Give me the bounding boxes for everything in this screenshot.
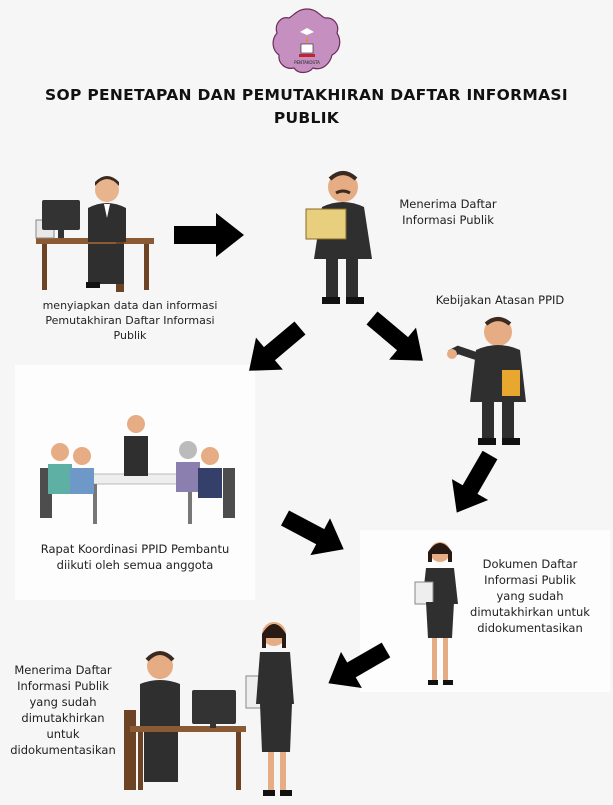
page-title: SOP PENETAPAN DAN PEMUTAKHIRAN DAFTAR IN… — [0, 84, 613, 130]
step-2-label: Menerima Daftar Informasi Publik — [388, 196, 508, 228]
step-5-label: Dokumen Daftar Informasi Publik yang sud… — [460, 556, 600, 636]
label-line: Menerima Daftar — [14, 663, 112, 677]
label-line: dimutakhirkan untuk — [470, 605, 590, 619]
arrow-down-left-icon — [438, 444, 509, 524]
institution-logo: PENTAKOSTA — [272, 8, 341, 74]
document-panel — [360, 530, 610, 692]
label-line: yang sudah — [496, 589, 564, 603]
label-line: didokumentasikan — [477, 621, 583, 635]
arrow-down-right-icon — [358, 301, 437, 377]
label-line: Kebijakan Atasan PPID — [435, 293, 565, 307]
label-line: Rapat Koordinasi PPID Pembantu — [40, 542, 230, 556]
label-line: Menerima Daftar — [399, 197, 497, 211]
step-3-label: Kebijakan Atasan PPID — [420, 292, 580, 308]
receiving-staff-illustration — [124, 622, 294, 796]
label-line: didokumentasikan — [10, 743, 116, 757]
label-line: Informasi Publik — [17, 679, 109, 693]
label-line: diikuti oleh semua anggota — [56, 558, 214, 572]
label-line: dimutakhirkan — [21, 711, 105, 725]
label-line: Pemutakhiran Daftar Informasi — [45, 314, 215, 327]
label-line: yang sudah — [29, 695, 97, 709]
label-line: Publik — [113, 329, 147, 342]
arrow-down-right-icon — [275, 499, 354, 568]
label-line: menyiapkan data dan informasi — [42, 299, 218, 312]
title-line-2: PUBLIK — [273, 109, 340, 127]
supervisor-illustration — [447, 317, 526, 445]
arrow-right-icon — [174, 213, 244, 257]
staff-at-computer-illustration — [35, 176, 154, 292]
staff-with-documents-illustration — [414, 542, 458, 685]
official-reading-illustration — [305, 171, 372, 304]
svg-text:PENTAKOSTA: PENTAKOSTA — [294, 60, 320, 65]
label-line: untuk — [46, 727, 80, 741]
step-6-label: Menerima Daftar Informasi Publik yang su… — [2, 662, 124, 758]
title-line-1: SOP PENETAPAN DAN PEMUTAKHIRAN DAFTAR IN… — [45, 86, 568, 104]
label-line: Informasi Publik — [484, 573, 576, 587]
meeting-illustration — [40, 415, 235, 524]
step-1-label: menyiapkan data dan informasi Pemutakhir… — [20, 298, 240, 343]
step-4-label: Rapat Koordinasi PPID Pembantu diikuti o… — [15, 541, 255, 573]
label-line: Informasi Publik — [402, 213, 494, 227]
label-line: Dokumen Daftar — [482, 557, 578, 571]
